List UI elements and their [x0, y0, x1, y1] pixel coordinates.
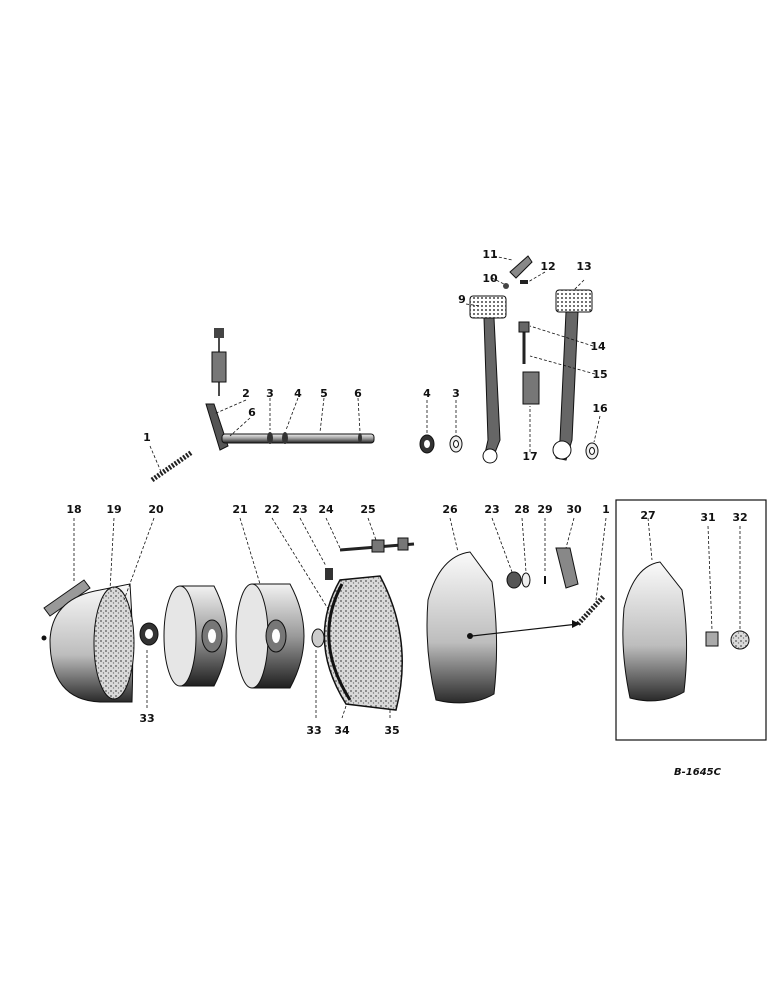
callout-10: 10 — [482, 272, 498, 285]
callout-21: 21 — [232, 503, 247, 516]
part-22-brake-band — [323, 575, 403, 711]
part-18-link — [43, 579, 91, 617]
part-13-pedal — [552, 289, 593, 461]
callout-6: 6 — [248, 406, 256, 419]
part-23-pin — [325, 568, 333, 580]
part-26-cover — [426, 551, 498, 704]
callout-19: 19 — [106, 503, 121, 516]
callout-1: 1 — [602, 503, 610, 516]
callout-33: 33 — [306, 724, 321, 737]
callout-17: 17 — [522, 450, 537, 463]
callout-16: 16 — [592, 402, 608, 415]
callout-9: 9 — [458, 293, 466, 306]
callout-31: 31 — [700, 511, 715, 524]
part-21-drum — [235, 583, 305, 689]
part-4-bushing — [419, 434, 435, 454]
callout-30: 30 — [566, 503, 582, 516]
part-27-cover — [622, 561, 688, 702]
callout-22: 22 — [264, 503, 279, 516]
callout-1: 1 — [143, 431, 151, 444]
callout-11: 11 — [482, 248, 497, 261]
part-30-lever — [555, 547, 579, 589]
part-spring-upper — [211, 328, 227, 396]
part-33-spacer-left — [139, 622, 159, 646]
callout-2: 2 — [242, 387, 250, 400]
callout-5: 5 — [320, 387, 328, 400]
callout-33: 33 — [139, 712, 154, 725]
callout-34: 34 — [334, 724, 350, 737]
callout-32: 32 — [732, 511, 747, 524]
part-16-washer — [585, 442, 599, 460]
callout-27: 27 — [640, 509, 655, 522]
callout-26: 26 — [442, 503, 458, 516]
callout-18: 18 — [66, 503, 81, 516]
callout-3: 3 — [266, 387, 274, 400]
part-17-spring — [522, 371, 540, 405]
callout-12: 12 — [540, 260, 555, 273]
callout-13: 13 — [576, 260, 591, 273]
callout-4: 4 — [423, 387, 431, 400]
callout-25: 25 — [360, 503, 375, 516]
part-9-pedal — [469, 295, 507, 464]
part-1-spring-right — [471, 594, 606, 637]
callout-23: 23 — [292, 503, 307, 516]
callout-14: 14 — [590, 340, 606, 353]
part-33-spacer-right — [311, 628, 325, 648]
callout-35: 35 — [384, 724, 399, 737]
part-28-washer — [521, 572, 531, 588]
part-1-spring — [150, 449, 194, 483]
part-11-latch — [503, 255, 533, 289]
callout-24: 24 — [318, 503, 334, 516]
part-drum-left — [163, 585, 228, 687]
part-5-cross-shaft — [221, 432, 375, 444]
drawing-number: B-1645C — [674, 767, 722, 778]
callout-4: 4 — [294, 387, 302, 400]
part-31-plate — [705, 631, 719, 647]
part-23-spacer — [506, 571, 522, 589]
callout-29: 29 — [537, 503, 552, 516]
callout-3: 3 — [452, 387, 460, 400]
leader-lines — [73, 255, 741, 719]
part-15-rod — [518, 321, 530, 364]
part-3-washer — [449, 435, 463, 453]
callout-6: 6 — [354, 387, 362, 400]
callout-20: 20 — [148, 503, 164, 516]
part-32-plug — [730, 630, 750, 650]
part-25-adjuster — [339, 537, 415, 553]
inset-box — [615, 499, 767, 741]
part-19-housing — [41, 583, 135, 703]
callout-23: 23 — [484, 503, 499, 516]
callout-28: 28 — [514, 503, 529, 516]
callout-15: 15 — [592, 368, 607, 381]
